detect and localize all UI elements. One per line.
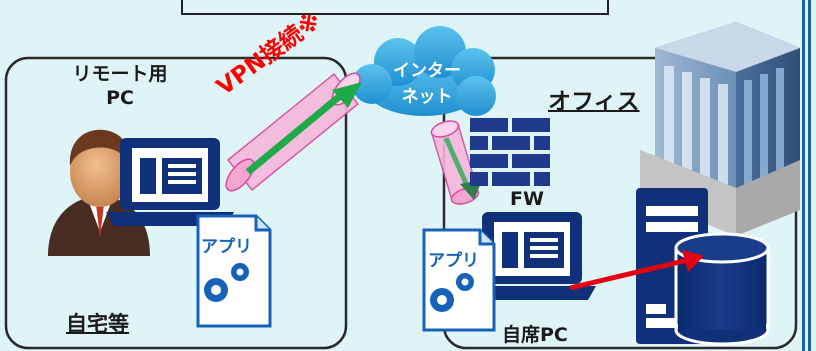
remote-pc-label-line1: リモート用	[72, 63, 168, 85]
home-app-icon	[196, 214, 272, 328]
home-region-box	[4, 56, 348, 350]
firewall-icon	[470, 118, 550, 186]
firewall-label: FW	[510, 188, 544, 210]
home-location-label: 自宅等	[66, 312, 129, 336]
vpn-tunnel-office	[430, 120, 480, 205]
internet-label-line2: ネット	[401, 87, 453, 107]
right-edge-border	[802, 0, 811, 351]
desk-laptop-icon	[468, 212, 596, 300]
home-app-label: アプリ	[201, 237, 252, 257]
remote-laptop-icon	[106, 138, 234, 226]
vpn-tunnel-home	[225, 72, 362, 192]
office-building-icon	[640, 22, 800, 236]
remote-pc-label: リモート用 PC	[68, 62, 172, 110]
user-avatar-icon	[48, 129, 150, 256]
internet-label: インター ネット	[384, 58, 470, 110]
office-app-icon	[422, 228, 496, 332]
office-app-label: アプリ	[428, 251, 479, 271]
top-banner-frame	[181, 0, 609, 15]
data-access-arrow	[569, 250, 704, 291]
database-icon	[674, 232, 770, 346]
desk-pc-label: 自席PC	[502, 324, 568, 346]
internet-label-line1: インター	[393, 61, 461, 81]
remote-pc-label-line2: PC	[106, 87, 134, 109]
internet-cloud-icon	[352, 26, 496, 116]
office-label: オフィス	[548, 89, 640, 115]
